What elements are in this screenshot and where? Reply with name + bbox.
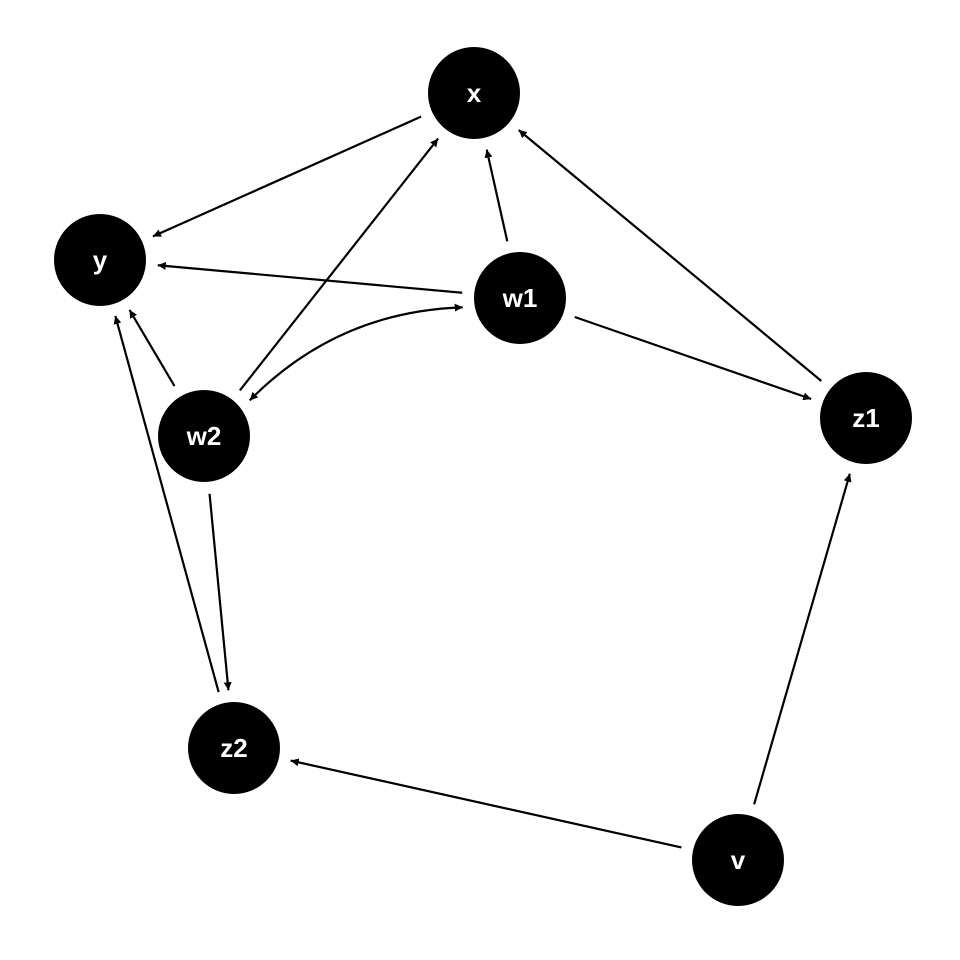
edge-x-to-y xyxy=(152,115,422,238)
node-x: x xyxy=(428,47,520,139)
edge-v-to-z1 xyxy=(753,473,852,805)
edge-w1-to-w2-bidirected xyxy=(248,303,463,402)
edge-w2-to-y xyxy=(128,309,176,387)
edge-w1-to-x xyxy=(484,149,509,242)
edge-z2-to-y xyxy=(113,315,220,693)
edge-z1-to-x xyxy=(517,129,823,382)
node-z2-label: z2 xyxy=(220,733,247,763)
node-w1-circle xyxy=(474,252,566,344)
node-z1-label: z1 xyxy=(852,403,879,433)
node-z1-circle xyxy=(820,372,912,464)
node-v: v xyxy=(692,814,784,906)
node-y: y xyxy=(54,214,146,306)
edge-w1-to-y xyxy=(157,261,463,294)
edge-w2-to-z2 xyxy=(208,493,232,691)
node-y-label: y xyxy=(93,245,108,275)
node-v-circle xyxy=(692,814,784,906)
node-w1: w1 xyxy=(474,252,566,344)
node-y-circle xyxy=(54,214,146,306)
node-z1: z1 xyxy=(820,372,912,464)
node-v-label: v xyxy=(731,845,746,875)
node-z2-circle xyxy=(188,702,280,794)
node-w2: w2 xyxy=(158,390,250,482)
edge-w1-to-z1 xyxy=(574,315,812,401)
edge-w2-to-x xyxy=(239,137,439,392)
node-w1-label: w1 xyxy=(502,283,538,313)
node-z2: z2 xyxy=(188,702,280,794)
edge-v-to-z2 xyxy=(290,758,682,849)
node-x-circle xyxy=(428,47,520,139)
node-w2-label: w2 xyxy=(186,421,222,451)
edges-layer xyxy=(113,115,852,849)
node-w2-circle xyxy=(158,390,250,482)
node-x-label: x xyxy=(467,78,482,108)
nodes-layer: x y w1 w2 z1 z2 v xyxy=(54,47,912,906)
